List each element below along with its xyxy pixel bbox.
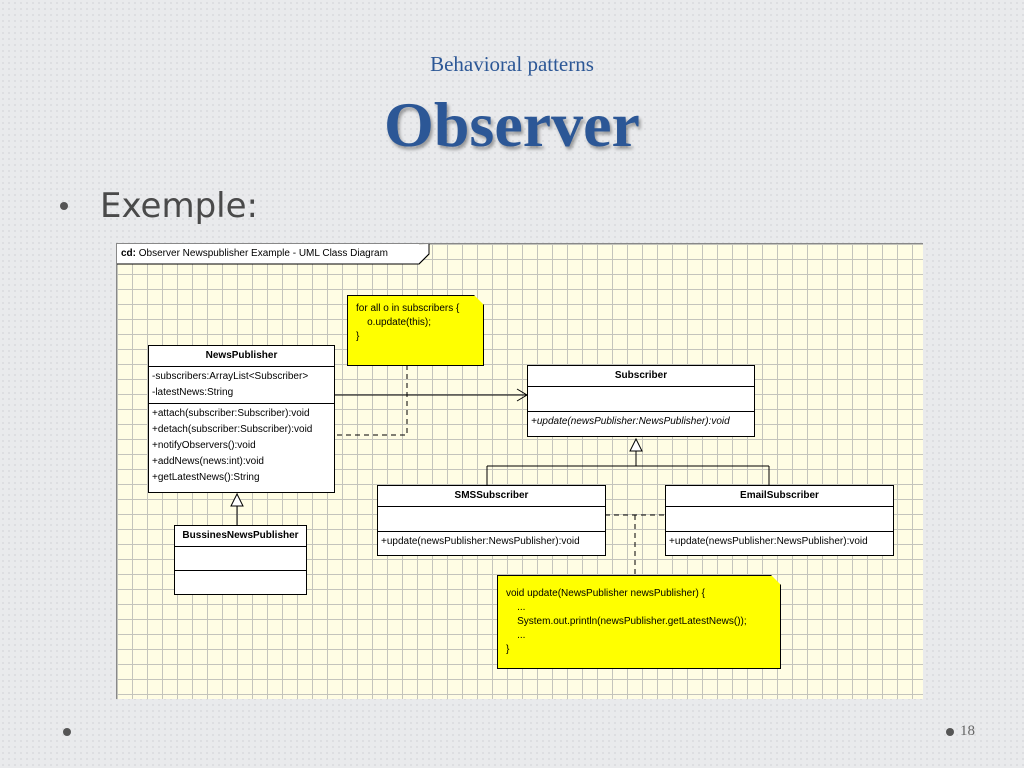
uml-diagram: cd: Observer Newspublisher Example - UML… <box>116 243 923 699</box>
class-name: Subscriber <box>528 366 754 387</box>
bullet-dot <box>60 202 68 210</box>
class-operations: +attach(subscriber:Subscriber):void +det… <box>149 404 334 488</box>
class-name: EmailSubscriber <box>666 486 893 507</box>
frame-title: Observer Newspublisher Example - UML Cla… <box>138 248 388 259</box>
class-attributes <box>378 507 605 532</box>
note-line: for all o in subscribers { <box>356 303 460 314</box>
class-operations: +update(newsPublisher:NewsPublisher):voi… <box>378 532 605 552</box>
operation: +update(newsPublisher:NewsPublisher):voi… <box>381 536 580 547</box>
class-attributes <box>666 507 893 532</box>
class-attributes: -subscribers:ArrayList<Subscriber> -late… <box>149 367 334 404</box>
frame-label: cd: Observer Newspublisher Example - UML… <box>117 244 388 264</box>
note-notify: for all o in subscribers { o.update(this… <box>347 295 484 366</box>
class-attributes <box>528 387 754 412</box>
note-line: } <box>356 331 360 342</box>
bullet-text: Exemple: <box>100 186 258 226</box>
inherit-subscriber-arrow <box>629 437 643 452</box>
class-operations <box>175 571 306 595</box>
operation: +update(newsPublisher:NewsPublisher):voi… <box>531 416 730 427</box>
note-line: o.update(this); <box>356 317 432 328</box>
operation: +notifyObservers():void <box>152 440 256 451</box>
class-emailsubscriber: EmailSubscriber +update(newsPublisher:Ne… <box>665 485 894 556</box>
class-operations: +update(newsPublisher:NewsPublisher):voi… <box>666 532 893 552</box>
class-subscriber: Subscriber +update(newsPublisher:NewsPub… <box>527 365 755 437</box>
note-line: } <box>506 644 510 655</box>
attribute: -subscribers:ArrayList<Subscriber> <box>152 371 309 382</box>
class-bussinesnewspublisher: BussinesNewsPublisher <box>174 525 307 595</box>
class-name: NewsPublisher <box>149 346 334 367</box>
class-name: SMSSubscriber <box>378 486 605 507</box>
class-smssubscriber: SMSSubscriber +update(newsPublisher:News… <box>377 485 606 556</box>
footer-dot-right <box>946 728 954 736</box>
diagram-connectors <box>117 244 770 575</box>
operation: +getLatestNews():String <box>152 472 260 483</box>
operation: +detach(subscriber:Subscriber):void <box>152 424 313 435</box>
frame-prefix: cd: <box>121 248 136 259</box>
footer-dot-left <box>63 728 71 736</box>
slide-title: Observer <box>384 89 640 160</box>
operation: +update(newsPublisher:NewsPublisher):voi… <box>669 536 868 547</box>
slide-subtitle: Behavioral patterns <box>430 52 594 76</box>
operation: +addNews(news:int):void <box>152 456 264 467</box>
operation: +attach(subscriber:Subscriber):void <box>152 408 310 419</box>
note-line: void update(NewsPublisher newsPublisher)… <box>506 588 705 599</box>
note-line: ... <box>506 602 526 613</box>
frame-tab-bg <box>117 244 419 264</box>
page-number: 18 <box>960 723 975 739</box>
class-attributes <box>175 547 306 571</box>
note-line: ... <box>506 630 526 641</box>
inherit-business-arrow <box>230 492 244 507</box>
class-operations: +update(newsPublisher:NewsPublisher):voi… <box>528 412 754 432</box>
note-top-connector <box>334 365 408 436</box>
note-line: System.out.println(newsPublisher.getLate… <box>506 616 747 627</box>
class-name: BussinesNewsPublisher <box>175 526 306 547</box>
class-newspublisher: NewsPublisher -subscribers:ArrayList<Sub… <box>148 345 335 493</box>
note-update: void update(NewsPublisher newsPublisher)… <box>497 575 781 669</box>
frame-tab-border <box>117 244 430 265</box>
attribute: -latestNews:String <box>152 387 234 398</box>
